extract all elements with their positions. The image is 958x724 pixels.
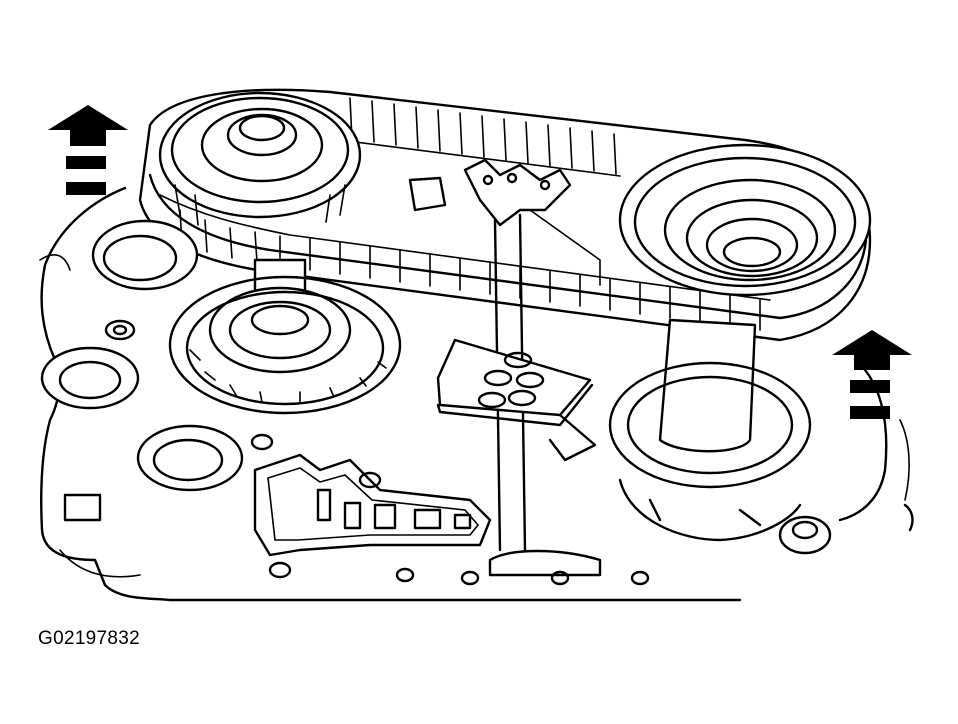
up-arrow-icon-right	[832, 330, 912, 419]
oil-passage	[253, 453, 602, 577]
figure-code: G02197832	[38, 628, 141, 649]
input-shaft	[168, 258, 402, 415]
driven-sprocket	[618, 143, 872, 297]
drive-sprocket	[158, 91, 362, 226]
case-bosses	[40, 219, 832, 586]
up-arrow-icon-left	[48, 105, 128, 195]
chain-links	[159, 97, 771, 331]
oil-pump	[436, 338, 597, 462]
output-shaft	[608, 318, 812, 542]
case-housing	[39, 186, 914, 602]
